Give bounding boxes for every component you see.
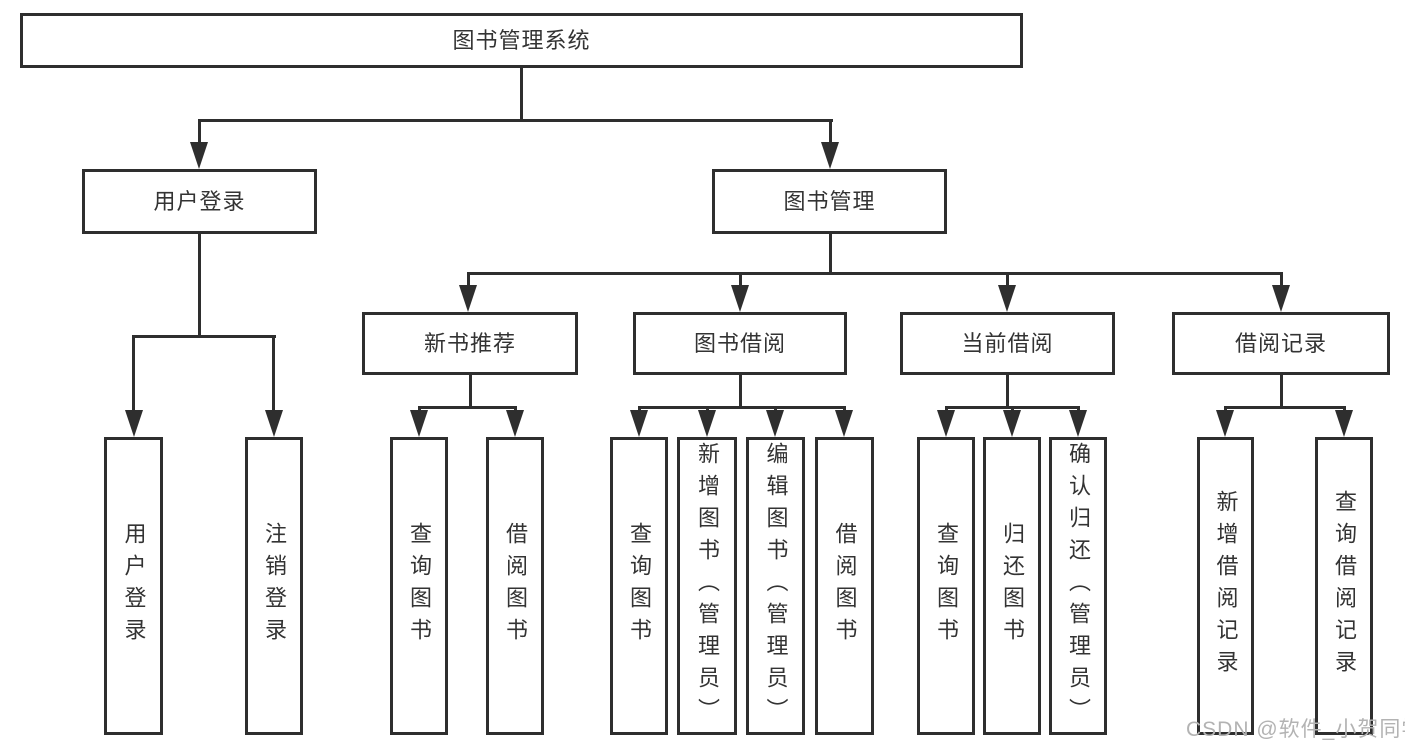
node-book-management: 图书管理 [712,169,947,234]
node-label: 注销登录 [262,522,287,650]
arrow-down-icon [1069,410,1087,437]
arrow-down-icon [1272,285,1290,312]
arrow-down-icon [698,410,716,437]
connector-recommend-stem [469,375,472,408]
node-leaf-add-books-admin: 新增图书（管理员） [677,437,737,735]
node-label: 借阅图书 [503,522,528,650]
connector-drop [198,119,201,147]
arrow-down-icon [998,285,1016,312]
node-label: 编辑图书（管理员） [763,442,789,730]
arrow-down-icon [821,142,839,169]
arrow-down-icon [731,285,749,312]
connector-drop [132,335,135,413]
node-book-borrowing: 图书借阅 [633,312,847,375]
node-label: 查询图书 [407,522,432,650]
connector-recommend-branch [418,406,517,409]
node-label: 查询图书 [627,522,652,650]
arrow-down-icon [766,410,784,437]
connector-records-stem [1280,375,1283,408]
node-label: 用户登录 [153,188,246,214]
node-label: 用户登录 [121,522,147,650]
connector-borrowing-stem [739,375,742,408]
node-label: 借阅图书 [832,522,858,650]
arrow-down-icon [506,410,524,437]
connector-records-branch [1224,406,1345,409]
connector-drop [1006,272,1009,288]
arrow-down-icon [630,410,648,437]
node-label: 新增图书（管理员） [695,442,720,730]
node-leaf-query-books-borrowing: 查询图书 [610,437,668,735]
arrow-down-icon [1003,410,1021,437]
connector-drop [272,335,275,413]
node-label: 借阅记录 [1234,330,1327,356]
arrow-down-icon [459,285,477,312]
connector-current-stem [1006,375,1009,408]
node-new-book-recommendation: 新书推荐 [362,312,578,375]
arrow-down-icon [1335,410,1353,437]
arrow-down-icon [937,410,955,437]
node-leaf-edit-books-admin: 编辑图书（管理员） [746,437,805,735]
node-label: 查询借阅记录 [1332,490,1357,682]
node-leaf-borrow-books-recommend: 借阅图书 [486,437,544,735]
arrow-down-icon [1216,410,1234,437]
arrow-down-icon [265,410,283,437]
node-leaf-add-borrow-record: 新增借阅记录 [1197,437,1254,735]
connector-drop [829,119,832,147]
node-current-borrowing: 当前借阅 [900,312,1115,375]
node-leaf-confirm-return-admin: 确认归还（管理员） [1049,437,1107,735]
node-leaf-query-borrow-record: 查询借阅记录 [1315,437,1373,735]
node-leaf-query-books-recommend: 查询图书 [390,437,448,735]
connector-user-login-branch [132,335,276,338]
node-label: 图书管理系统 [452,27,591,53]
node-label: 查询图书 [934,522,959,650]
node-leaf-user-login: 用户登录 [104,437,163,735]
connector-root-branch [198,119,833,122]
connector-user-login-stem [198,234,201,338]
node-borrowing-records: 借阅记录 [1172,312,1390,375]
connector-drop [739,272,742,288]
connector-root-stem [520,68,523,121]
node-leaf-borrow-books-borrowing: 借阅图书 [815,437,874,735]
connector-book-mgmt-branch [467,272,1283,275]
arrow-down-icon [125,410,143,437]
node-label: 图书管理 [783,188,876,214]
node-leaf-logout-login: 注销登录 [245,437,303,735]
csdn-watermark: CSDN @软件_小贺同学 [1186,718,1405,741]
node-label: 归还图书 [1000,522,1025,650]
node-label: 确认归还（管理员） [1066,442,1091,730]
arrow-down-icon [190,142,208,169]
node-label: 新书推荐 [423,330,516,356]
connector-book-mgmt-stem [829,234,832,274]
node-label: 图书借阅 [693,330,786,356]
node-leaf-return-books: 归还图书 [983,437,1041,735]
arrow-down-icon [410,410,428,437]
connector-drop [1280,272,1283,288]
connector-drop [467,272,470,288]
node-library-management-system: 图书管理系统 [20,13,1023,68]
node-user-login: 用户登录 [82,169,317,234]
arrow-down-icon [835,410,853,437]
node-label: 新增借阅记录 [1213,490,1239,682]
node-leaf-query-books-current: 查询图书 [917,437,975,735]
connector-borrowing-branch [638,406,846,409]
node-label: 当前借阅 [961,330,1054,356]
